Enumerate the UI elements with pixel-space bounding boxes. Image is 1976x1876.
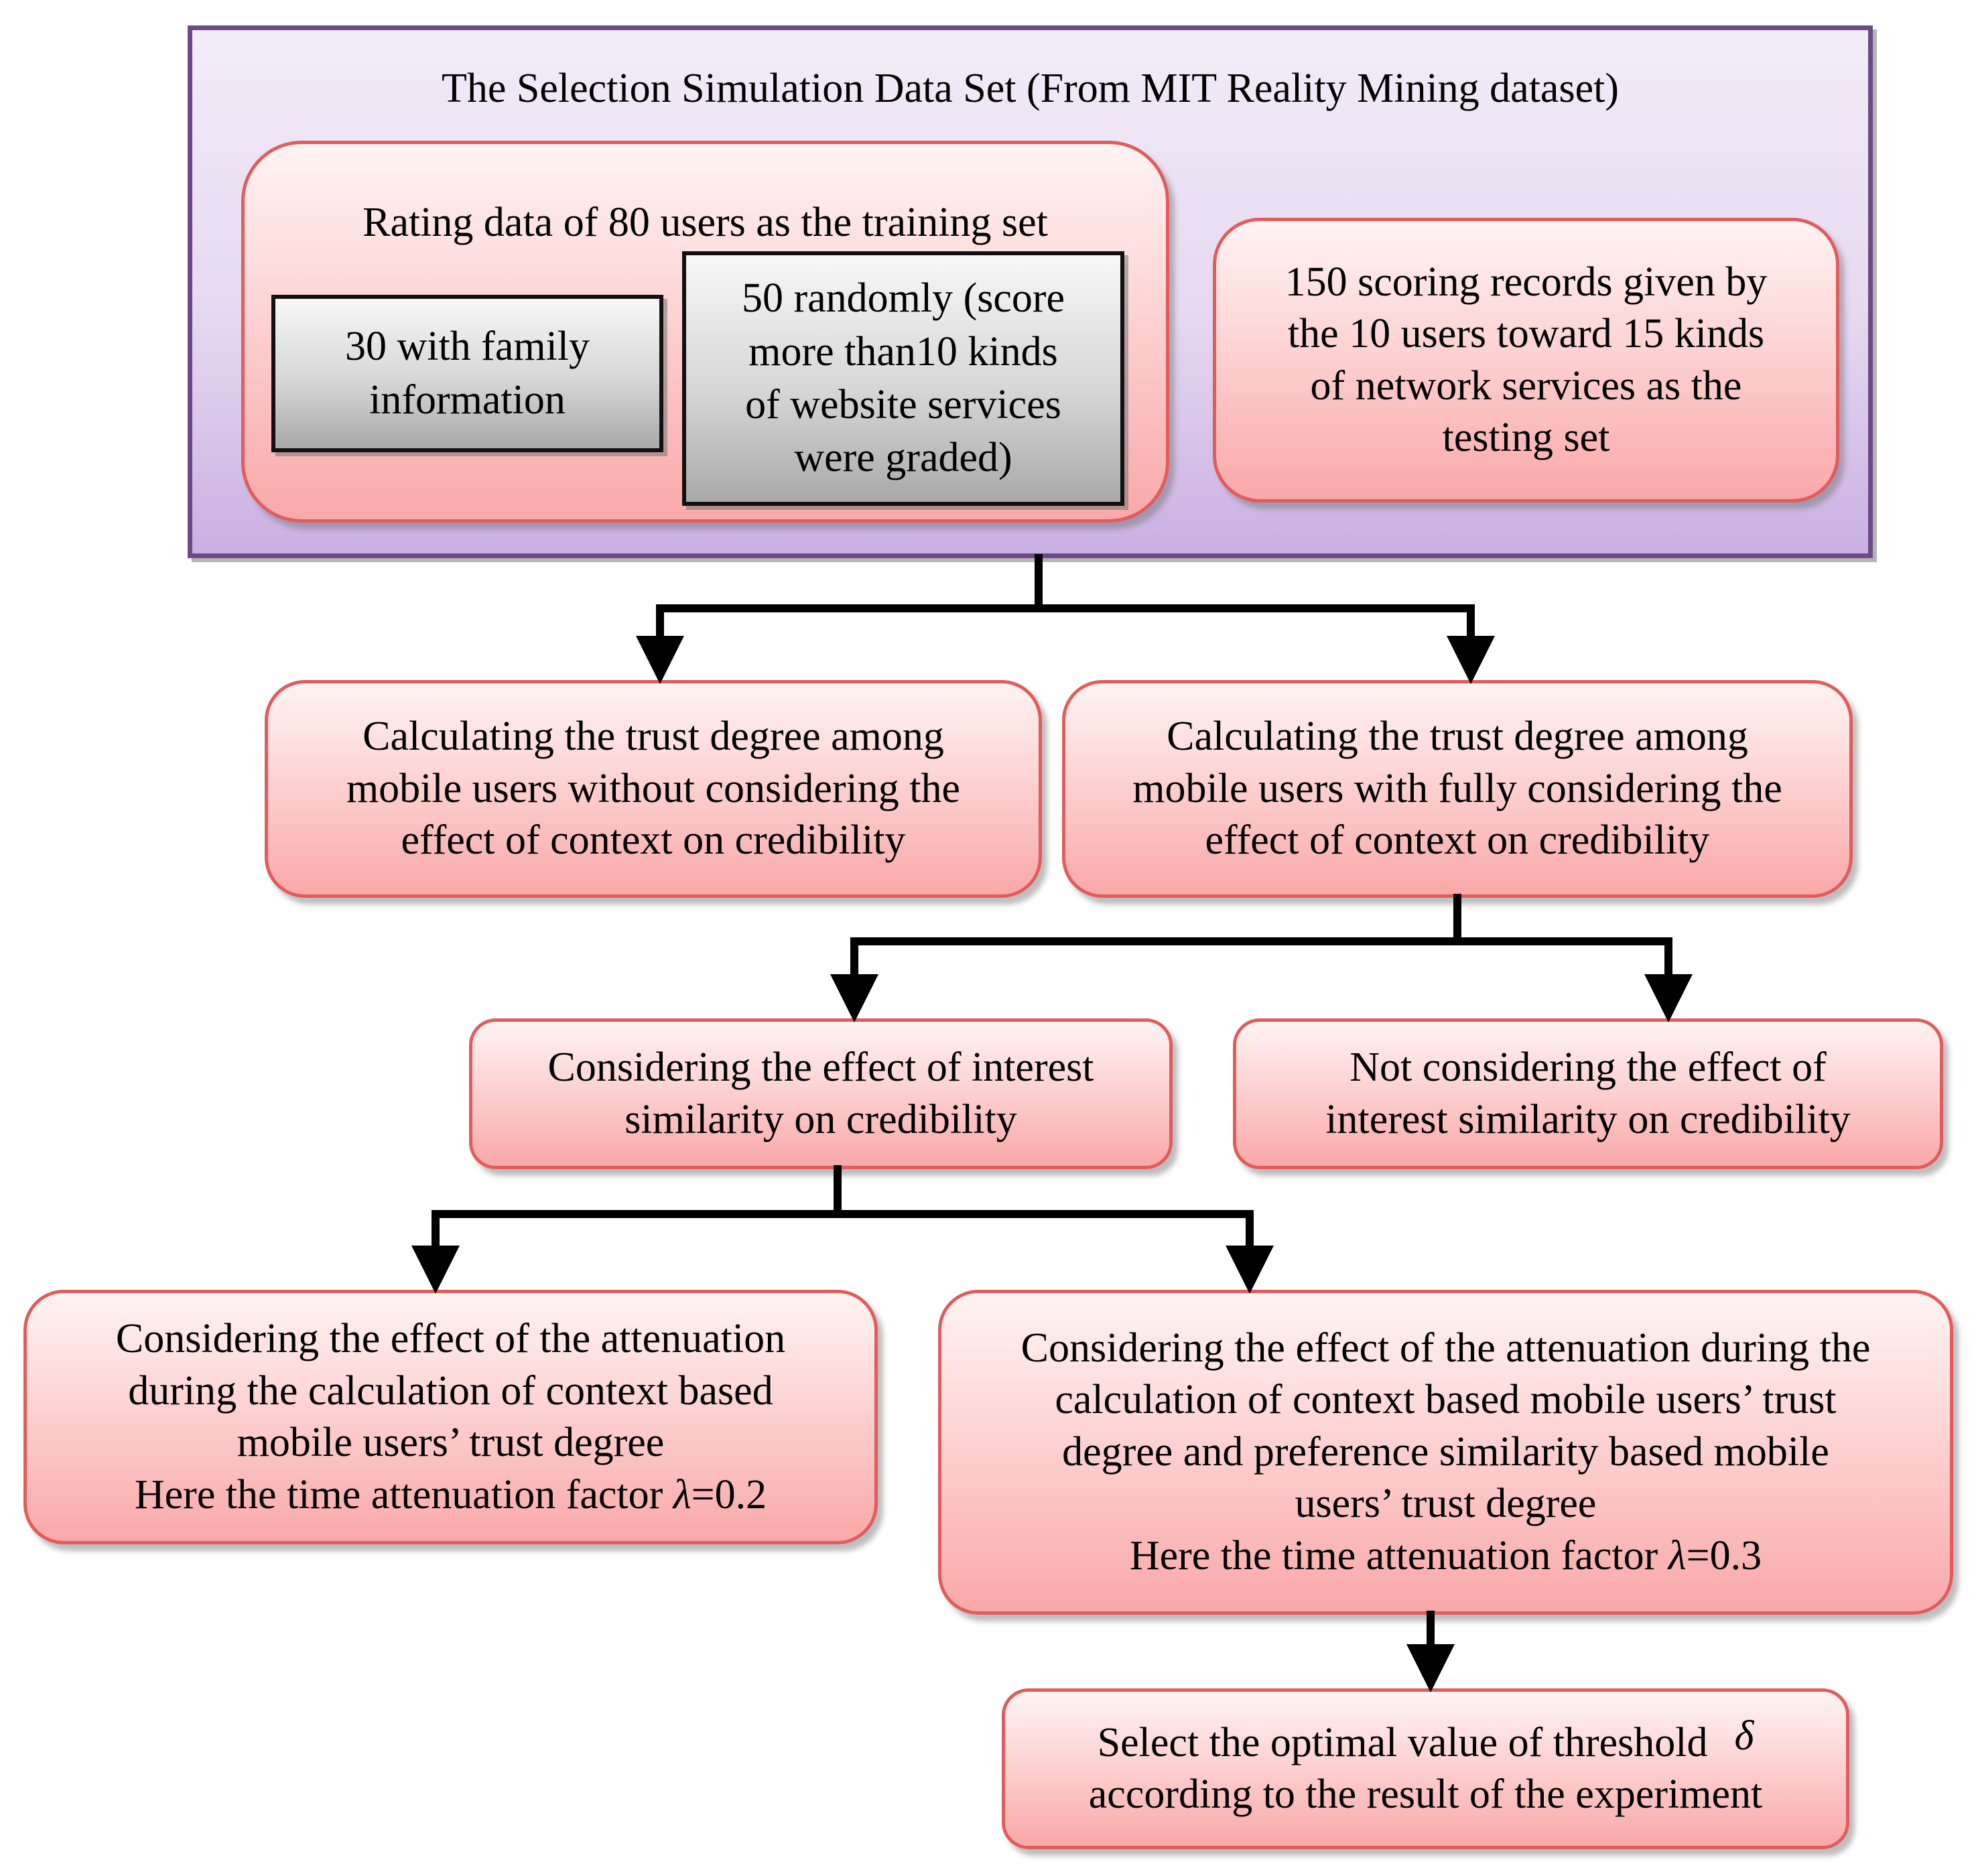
testing-set-line: of network services as the [1310,362,1742,409]
trust-without-context-line: mobile users without considering the [346,765,961,811]
attenuation-preference-line: Considering the effect of the attenuatio… [1020,1325,1871,1371]
attenuation-preference-line: degree and preference similarity based m… [1062,1428,1829,1475]
trust-without-context-line: Calculating the trust degree among [363,714,944,760]
testing-set-box: 150 scoring records given by the 10 user… [1213,218,1839,503]
random-users-line: 50 randomly (score [741,275,1065,322]
dataset-title: The Selection Simulation Data Set (From … [442,66,1619,111]
factor-prefix: Here the time attenuation factor [134,1471,673,1518]
random-users-line: more than10 kinds [748,328,1058,375]
no-interest-similarity-box: Not considering the effect of interest s… [1233,1018,1943,1169]
select-threshold-line: Select the optimal value of threshold δ [1089,1713,1762,1769]
trust-with-context-line: mobile users with fully considering the [1132,765,1782,811]
select-threshold-text: Select the optimal value of threshold [1097,1719,1708,1765]
testing-set-line: 150 scoring records given by [1285,259,1768,305]
trust-without-context-line: effect of context on credibility [401,817,906,864]
time-attenuation-factor: Here the time attenuation factor λ=0.2 [116,1469,785,1522]
trust-without-context-box: Calculating the trust degree among mobil… [265,680,1042,898]
interest-similarity-line: Considering the effect of interest [547,1045,1094,1090]
attenuation-preference-line: users’ trust degree [1295,1481,1597,1527]
select-threshold-line: according to the result of the experimen… [1088,1771,1763,1817]
testing-set-line: testing set [1442,415,1610,460]
trust-with-context-line: effect of context on credibility [1205,817,1710,864]
interest-similarity-box: Considering the effect of interest simil… [469,1018,1173,1169]
attenuation-preference-line: calculation of context based mobile user… [1055,1377,1837,1423]
factor-value: =0.2 [691,1471,767,1518]
random-users-box: 50 randomly (score more than10 kinds of … [682,251,1124,506]
training-set-title: Rating data of 80 users as the training … [363,200,1048,245]
connector-context-split [850,894,1672,945]
time-attenuation-factor: Here the time attenuation factor λ=0.3 [1021,1530,1871,1583]
select-threshold-box: Select the optimal value of threshold δ a… [1002,1688,1849,1849]
lambda-symbol: λ [673,1471,691,1518]
no-interest-similarity-line: Not considering the effect of [1349,1045,1827,1090]
trust-with-context-line: Calculating the trust degree among [1167,714,1748,760]
attenuation-context-line: Considering the effect of the attenuatio… [115,1316,786,1361]
lambda-symbol: λ [1668,1532,1687,1579]
family-info-box: 30 with family information [271,295,663,452]
attenuation-preference-box: Considering the effect of the attenuatio… [938,1290,1953,1615]
attenuation-context-line: during the calculation of context based [128,1367,773,1414]
testing-set-line: the 10 users toward 15 kinds [1287,311,1765,356]
delta-symbol: δ [1734,1713,1754,1759]
factor-value: =0.3 [1686,1532,1762,1579]
interest-similarity-line: similarity on credibility [624,1096,1017,1142]
family-info-line: 30 with family [344,324,590,370]
connector-similarity-split [432,1165,1254,1218]
trust-with-context-box: Calculating the trust degree among mobil… [1062,680,1853,898]
random-users-line: were graded) [794,435,1012,481]
factor-prefix: Here the time attenuation factor [1129,1532,1668,1579]
family-info-line: information [369,377,566,423]
connector-dataset-split [656,554,1475,612]
attenuation-context-box: Considering the effect of the attenuatio… [23,1290,878,1544]
no-interest-similarity-line: interest similarity on credibility [1325,1096,1851,1142]
random-users-line: of website services [745,382,1061,427]
attenuation-context-line: mobile users’ trust degree [237,1420,665,1465]
